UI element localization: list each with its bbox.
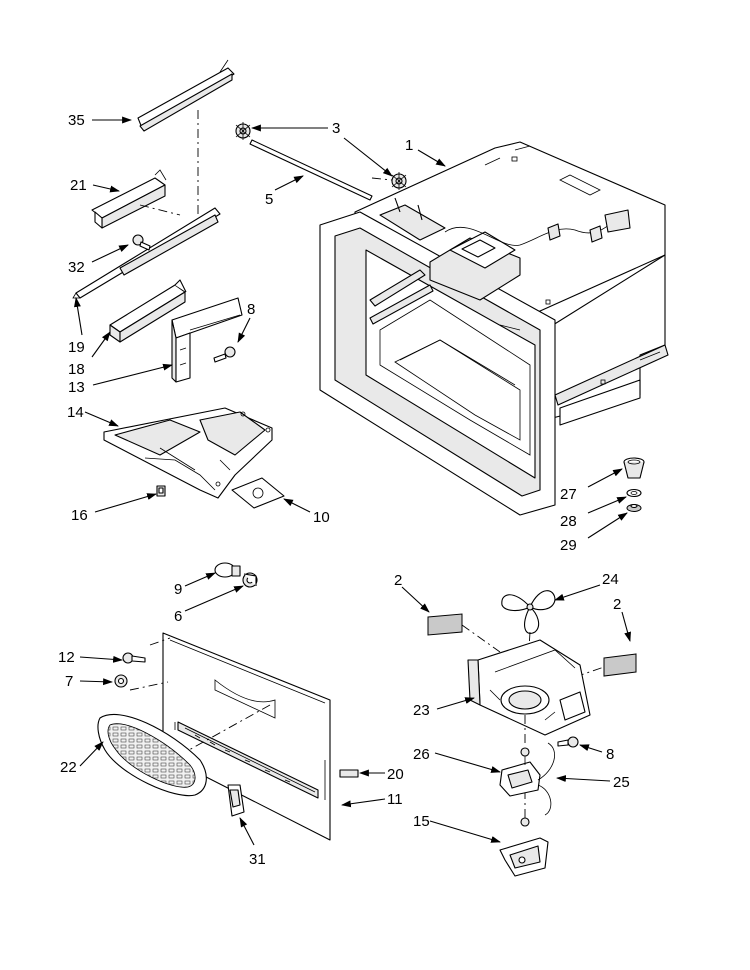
- label-25: 25: [613, 774, 630, 791]
- screw-12: [122, 652, 146, 664]
- strip-20: [339, 769, 359, 778]
- label-16: 16: [71, 507, 88, 524]
- rod-5: [249, 139, 373, 201]
- ring-29: [626, 503, 642, 512]
- label-29: 29: [560, 537, 577, 554]
- screw-8a: [213, 346, 236, 363]
- label-12: 12: [58, 649, 75, 666]
- label-35: 35: [68, 112, 85, 129]
- label-20: 20: [387, 766, 404, 783]
- label-19: 19: [68, 339, 85, 356]
- label-27: 27: [560, 486, 577, 503]
- label-7: 7: [65, 673, 73, 690]
- socket-6: [242, 572, 258, 588]
- label-6: 6: [174, 608, 182, 625]
- fan-housing-23: [467, 639, 591, 736]
- fan-blade-24: [501, 590, 556, 634]
- tray-14: [103, 407, 273, 499]
- label-9: 9: [174, 581, 182, 598]
- thermistor-31: [227, 784, 245, 817]
- cap-27: [623, 457, 645, 479]
- bracket-21: [91, 169, 167, 229]
- pad-2b: [603, 653, 637, 677]
- label-28: 28: [560, 513, 577, 530]
- label-26: 26: [413, 746, 430, 763]
- freezer-liner: [319, 141, 669, 516]
- part-labels: 35 3 1 5 21 32 19 18 13 8 14 27 28 29 16…: [58, 112, 630, 868]
- label-8b: 8: [606, 746, 614, 763]
- screw-8b: [557, 736, 579, 748]
- label-31: 31: [249, 851, 266, 868]
- label-15: 15: [413, 813, 430, 830]
- motor-26: [499, 742, 555, 816]
- label-11: 11: [387, 791, 403, 808]
- washer-28: [626, 488, 642, 498]
- label-10: 10: [313, 509, 330, 526]
- gasket-10: [231, 477, 285, 509]
- bulb-9: [214, 562, 241, 578]
- leader-lines: [74, 116, 631, 846]
- slide-13: [171, 297, 243, 383]
- label-8a: 8: [247, 301, 255, 318]
- label-2a: 2: [394, 572, 402, 589]
- screw-32: [132, 234, 151, 251]
- bracket-18: [109, 279, 187, 343]
- label-24: 24: [602, 571, 619, 588]
- label-2b: 2: [613, 596, 621, 613]
- clip-7: [114, 674, 128, 688]
- pad-2a: [427, 613, 463, 636]
- rail-35: [137, 59, 235, 132]
- label-14: 14: [67, 404, 84, 421]
- clip-16: [156, 485, 166, 497]
- label-18: 18: [68, 361, 85, 378]
- label-21: 21: [70, 177, 87, 194]
- gear-3a: [235, 122, 251, 140]
- label-3: 3: [332, 120, 340, 137]
- bracket-15: [499, 817, 549, 877]
- panel-11: [162, 632, 331, 841]
- label-22: 22: [60, 759, 77, 776]
- label-23: 23: [413, 702, 430, 719]
- label-13: 13: [68, 379, 85, 396]
- label-5: 5: [265, 191, 273, 208]
- label-1: 1: [405, 137, 413, 154]
- label-32: 32: [68, 259, 85, 276]
- gear-3b: [391, 172, 407, 190]
- grille-22: [97, 713, 207, 797]
